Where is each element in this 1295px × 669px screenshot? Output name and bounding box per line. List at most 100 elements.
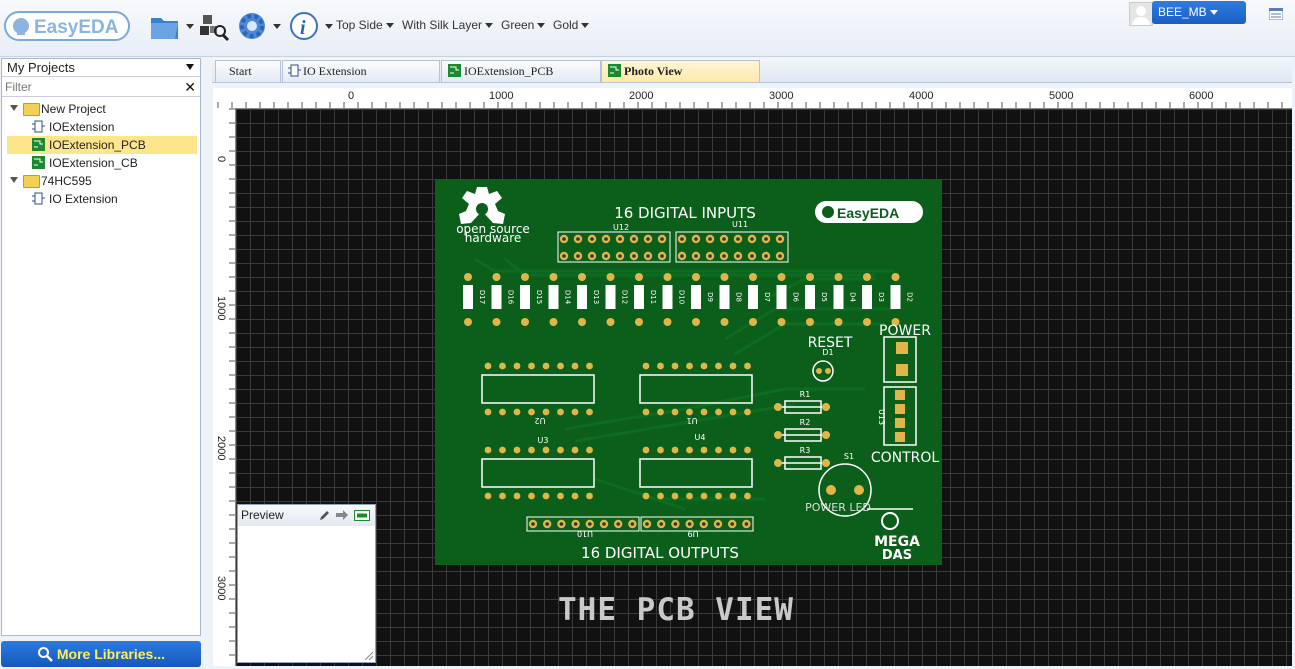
control-silk-label: CONTROL [871, 450, 940, 466]
tree-item-ioextension-cb[interactable]: IOExtension_CB [2, 154, 200, 172]
tab-start[interactable]: Start [215, 60, 281, 82]
led-label: D4 [849, 292, 857, 302]
ic-chip [481, 362, 595, 416]
svg-text:DAS: DAS [882, 548, 912, 563]
ic-chip [639, 362, 753, 416]
window-menu-icon[interactable] [1268, 7, 1284, 21]
folder-icon [23, 103, 40, 116]
user-menu-button[interactable]: BEE_MB [1152, 1, 1246, 24]
led-d16: D16 [491, 273, 515, 326]
ruler-label: 0 [215, 156, 227, 163]
easyeda-logo[interactable]: EasyEDA [4, 9, 130, 43]
tab-ioextension-pcb[interactable]: IOExtension_PCB [441, 60, 601, 82]
svg-text:i: i [300, 17, 306, 39]
top-toolbar: EasyEDA i Top Side With Silk Layer Green… [0, 0, 1295, 57]
svg-text:EasyEDA: EasyEDA [837, 205, 899, 221]
info-icon[interactable]: i [287, 9, 321, 43]
svg-text:hardware: hardware [465, 231, 522, 245]
project-panel: My Projects ✕ New Project IOExtension IO… [1, 58, 201, 636]
led-d7: D7 [748, 273, 771, 326]
led-d4: D4 [833, 273, 857, 326]
open-dropdown-caret[interactable] [186, 24, 194, 29]
outputs-silk-label: 16 DIGITAL OUTPUTS [581, 544, 739, 562]
pcb-icon [32, 138, 45, 151]
svg-text:open source: open source [456, 222, 530, 236]
ruler-label: 2000 [629, 90, 654, 102]
pencil-icon[interactable] [318, 509, 331, 522]
ic-chip [481, 446, 595, 500]
gear-icon[interactable] [235, 9, 269, 43]
more-libraries-button[interactable]: More Libraries... [1, 641, 201, 667]
led-label: D11 [649, 290, 657, 304]
svg-text:U13: U13 [877, 409, 886, 425]
inputs-silk-label: 16 DIGITAL INPUTS [614, 204, 756, 222]
pcb-view-caption: THE PCB VIEW [558, 592, 794, 628]
info-dropdown-caret[interactable] [325, 24, 333, 29]
led-label: D13 [592, 290, 600, 304]
collapse-arrow-icon[interactable] [10, 105, 18, 111]
schematic-icon [288, 64, 301, 77]
clear-filter-icon[interactable]: ✕ [184, 79, 196, 95]
ruler-label: 6000 [1189, 90, 1214, 102]
svg-text:U1: U1 [687, 416, 698, 425]
preview-header: Preview [238, 505, 375, 526]
svg-text:U4: U4 [695, 433, 706, 442]
silk-layer-select[interactable]: With Silk Layer [402, 18, 494, 32]
tree-item-io-extension[interactable]: IO Extension [2, 190, 200, 208]
svg-text:S1: S1 [844, 452, 854, 461]
pcb-icon [608, 64, 621, 77]
open-folder-icon[interactable] [148, 9, 182, 43]
led-label: D12 [621, 290, 629, 304]
schematic-icon [32, 192, 45, 205]
led-label: D15 [535, 290, 543, 304]
resize-grip-icon[interactable] [365, 652, 373, 660]
tree-item-74hc595[interactable]: 74HC595 [2, 172, 200, 190]
ruler-label: 1000 [489, 90, 514, 102]
led-d6: D6 [776, 273, 800, 326]
tree-item-ioextension[interactable]: IOExtension [2, 118, 200, 136]
settings-dropdown-caret[interactable] [273, 24, 281, 29]
ruler-label: 5000 [1049, 90, 1074, 102]
forward-arrow-icon[interactable] [335, 509, 349, 522]
led-d10: D10 [662, 273, 686, 326]
filter-input[interactable] [2, 78, 177, 96]
filter-box: ✕ [2, 78, 200, 97]
pcb-icon [32, 156, 45, 169]
ruler-label: 3000 [215, 576, 227, 601]
collapse-arrow-icon[interactable] [10, 177, 18, 183]
horizontal-ruler: 0 1000 2000 3000 4000 5000 6000 [213, 88, 1292, 109]
pcb-board-photo: open source hardware 16 DIGITAL INPUTS E… [435, 179, 942, 565]
led-label: D9 [706, 292, 714, 302]
svg-text:R1: R1 [800, 390, 811, 399]
svg-text:R3: R3 [800, 446, 811, 455]
pcb-icon [448, 64, 461, 77]
svg-text:U2: U2 [535, 416, 546, 425]
ic-chip [639, 446, 753, 500]
surface-finish-select[interactable]: Gold [553, 18, 590, 32]
tree-item-ioextension-pcb[interactable]: IOExtension_PCB [7, 136, 197, 154]
minimize-panel-icon[interactable] [354, 510, 370, 521]
led-label: D14 [564, 290, 572, 305]
tab-io-extension[interactable]: IO Extension [282, 60, 440, 82]
tree-item-new-project[interactable]: New Project [2, 100, 200, 118]
svg-text:D1: D1 [822, 348, 833, 357]
tab-photo-view[interactable]: Photo View [601, 60, 760, 82]
led-label: D6 [792, 292, 800, 302]
led-label: D3 [877, 292, 885, 302]
led-d14: D14 [548, 273, 572, 326]
project-panel-header[interactable]: My Projects [2, 59, 200, 77]
led-label: D10 [678, 290, 686, 304]
reset-silk-label: RESET [808, 335, 853, 351]
side-select[interactable]: Top Side [336, 18, 394, 32]
mega-das-logo: MEGA DAS [867, 508, 920, 563]
user-avatar[interactable] [1129, 2, 1153, 26]
panel-dropdown-icon[interactable] [186, 64, 194, 70]
led-label: D5 [820, 292, 828, 302]
led-d3: D3 [862, 273, 885, 326]
led-label: D16 [507, 290, 515, 305]
logo-text: EasyEDA [34, 17, 119, 38]
svg-text:MEGA: MEGA [874, 534, 920, 550]
component-search-icon[interactable] [198, 9, 232, 43]
power-silk-label: POWER [879, 323, 931, 339]
board-color-select[interactable]: Green [501, 18, 546, 32]
